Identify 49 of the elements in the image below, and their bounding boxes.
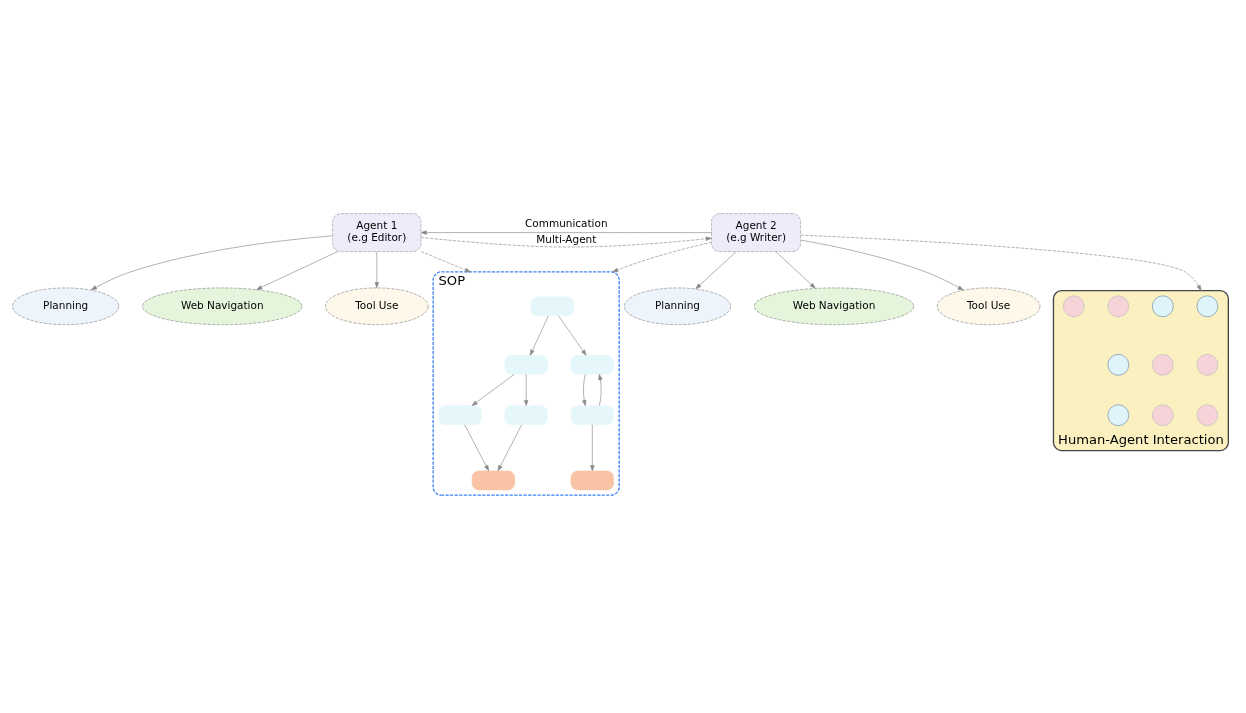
node-circle: [1107, 403, 1130, 426]
node-ellipse: Planning: [12, 287, 120, 325]
node-ellipse: Tool Use: [325, 287, 429, 325]
node-box: [570, 354, 614, 375]
arrow: [420, 236, 712, 247]
node-box: [438, 404, 482, 425]
node-box: Agent 2 (e.g Writer): [711, 212, 801, 252]
node-box: [570, 404, 614, 425]
node-bar: [570, 470, 614, 490]
arrow: [374, 250, 379, 288]
node-box: [504, 354, 548, 375]
node-box: Agent 1 (e.g Editor): [332, 212, 422, 252]
arrow: [420, 229, 712, 235]
arrow: [256, 250, 338, 290]
node-person: [1196, 403, 1219, 426]
node-box: [504, 404, 548, 425]
arrow: [800, 234, 1202, 291]
arrow: [590, 423, 595, 471]
node-circle: [1107, 353, 1130, 376]
arrow: [524, 373, 529, 406]
arrow: [775, 250, 816, 289]
node-ellipse: Web Navigation: [142, 287, 303, 325]
arrow: [529, 315, 549, 356]
node-person: [1107, 295, 1130, 317]
arrow: [558, 315, 587, 356]
arrow: [582, 373, 587, 406]
node-circle: [1152, 295, 1174, 317]
node-bar: [471, 470, 516, 490]
arrow: [471, 373, 515, 406]
arrow: [464, 423, 489, 471]
node-person: [1152, 403, 1174, 426]
arrow: [598, 373, 603, 406]
cluster: Human-Agent Interaction: [1052, 289, 1229, 451]
arrow: [800, 239, 964, 290]
node-ellipse: Web Navigation: [753, 287, 915, 325]
arrow: [91, 235, 333, 290]
node-circle: [1196, 295, 1219, 317]
node-person: [1152, 353, 1174, 376]
edge-label: Multi-Agent: [536, 232, 597, 245]
edge-label: Communication: [525, 216, 608, 229]
arrow: [695, 250, 737, 289]
arrow: [420, 250, 471, 272]
node-ellipse: Planning: [624, 287, 731, 325]
arrow: [497, 423, 522, 471]
node-person: [1062, 295, 1085, 317]
node-box: [530, 296, 574, 316]
arrow: [612, 241, 712, 272]
node-person: [1196, 353, 1219, 376]
cluster: SOP: [432, 270, 620, 496]
